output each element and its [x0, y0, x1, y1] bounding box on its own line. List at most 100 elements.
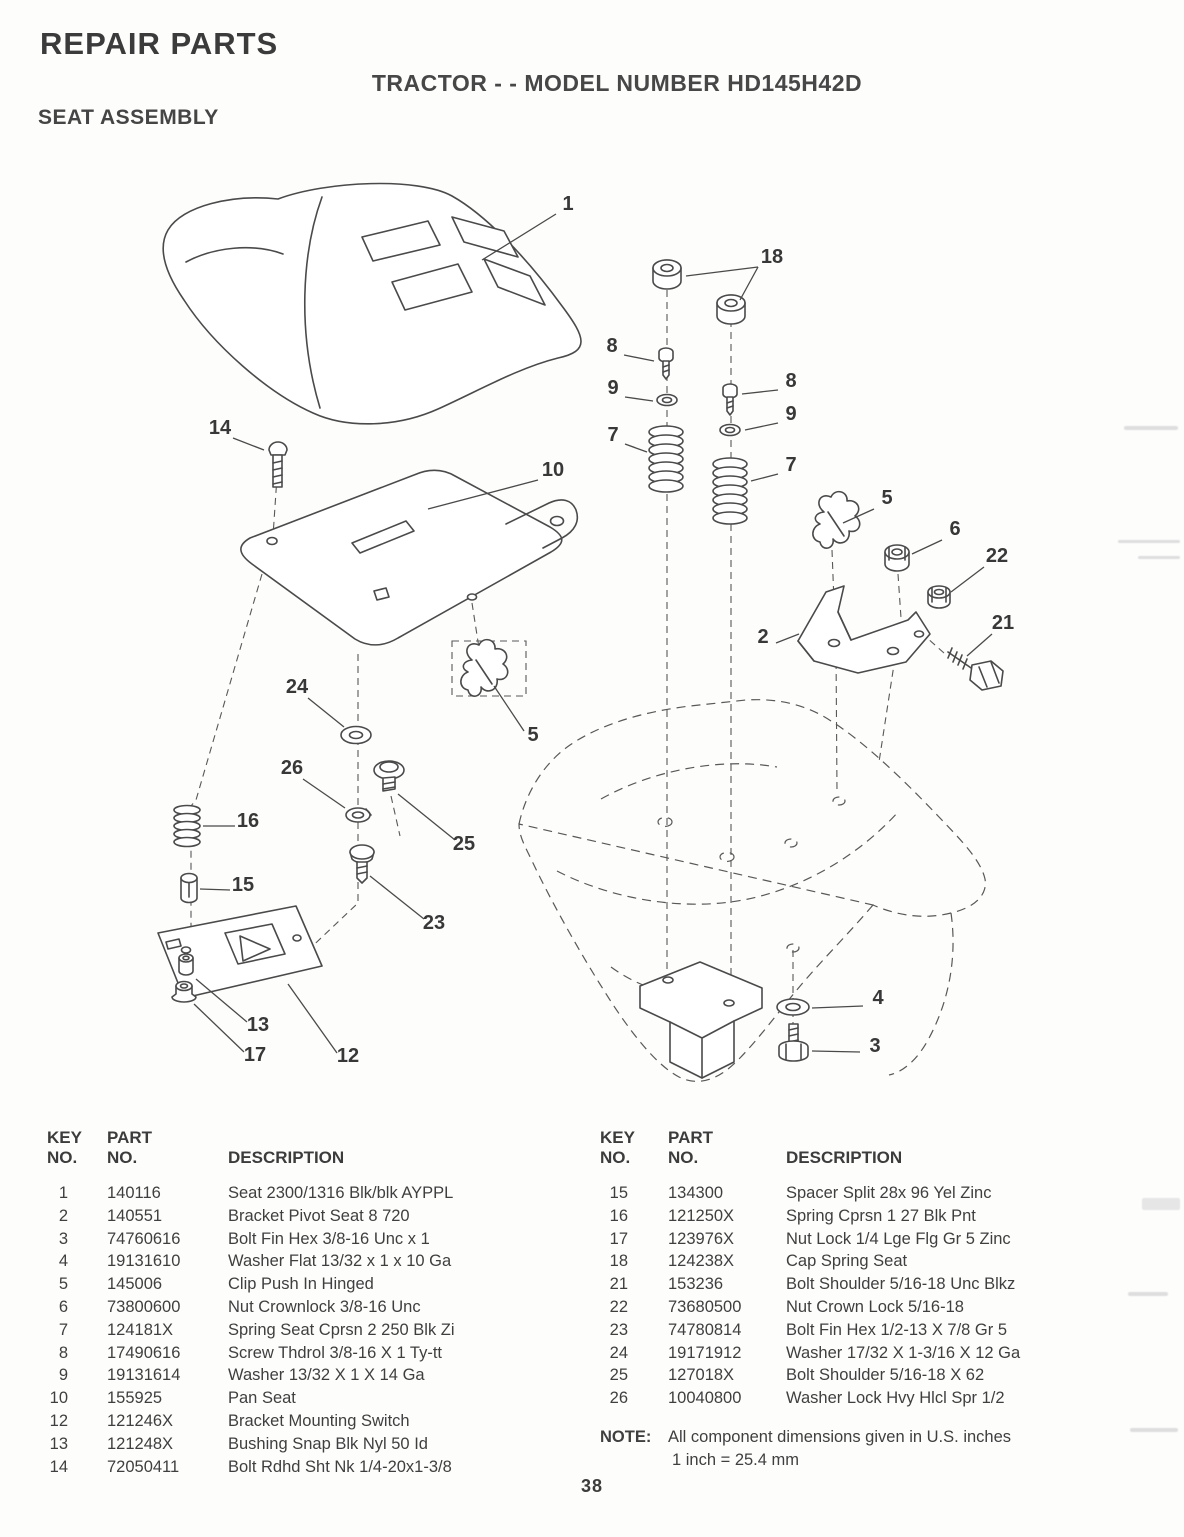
part-part: 153236	[668, 1275, 724, 1294]
part-key: 24	[609, 1343, 628, 1362]
dimensions-note: NOTE: All component dimensions given in …	[600, 1426, 1166, 1472]
part-desc: Washer Lock Hvy Hlcl Spr 1/2	[786, 1389, 1005, 1408]
callout-leader-13	[195, 978, 248, 1023]
col-header-part: PART NO.	[668, 1128, 714, 1167]
part-spring-7b	[712, 457, 748, 525]
part-desc: Clip Push In Hinged	[228, 1275, 374, 1294]
part-desc: Spacer Split 28x 96 Yel Zinc	[786, 1184, 992, 1202]
part-washer-26	[345, 807, 372, 823]
callout-leader-15	[199, 888, 231, 891]
callout-22: 22	[986, 545, 1008, 567]
part-desc: Bushing Snap Blk Nyl 50 Id	[228, 1434, 428, 1453]
exploded-view-diagram: 1188989771410562222124526162515231317124…	[157, 182, 1014, 1082]
note-line1: All component dimensions given in U.S. i…	[668, 1427, 1012, 1446]
col-header-description: DESCRIPTION	[786, 1148, 903, 1167]
part-key: 26	[609, 1389, 628, 1408]
callout-15: 15	[232, 874, 254, 896]
part-part: 124238X	[668, 1252, 735, 1271]
part-key: 7	[58, 1320, 68, 1339]
part-part: 121250X	[668, 1206, 735, 1225]
part-support-bracket	[639, 961, 763, 1079]
part-key: 17	[609, 1229, 628, 1248]
callout-24: 24	[286, 676, 309, 698]
callout-leader-12	[287, 983, 338, 1054]
part-desc: Spring Seat Cprsn 2 250 Blk Zi	[228, 1320, 455, 1339]
part-nut-6	[884, 544, 910, 572]
part-desc: Bracket Pivot Seat 8 720	[228, 1206, 410, 1225]
part-bolt-14	[268, 441, 288, 488]
callout-6: 6	[949, 518, 960, 540]
callout-leader-18	[739, 266, 759, 301]
part-bolt-21	[947, 647, 1004, 691]
part-part: 140116	[107, 1184, 161, 1202]
part-desc: Screw Thdrol 3/8-16 X 1 Ty-tt	[228, 1343, 442, 1362]
page-number: 38	[580, 1476, 604, 1496]
part-nut-22	[927, 585, 951, 609]
part-cap-18a	[652, 259, 682, 290]
part-key: 21	[609, 1275, 628, 1294]
part-part: 134300	[668, 1184, 724, 1202]
callout-leader-1	[481, 213, 557, 261]
callout-leader-8	[741, 389, 779, 395]
part-part: 72050411	[107, 1457, 180, 1476]
part-pan-seat	[240, 469, 579, 646]
callout-21: 21	[992, 612, 1014, 634]
note-line2: 1 inch = 25.4 mm	[672, 1450, 800, 1469]
part-part: 140551	[107, 1206, 163, 1225]
part-part: 127018X	[668, 1366, 735, 1385]
part-part: 73680500	[668, 1297, 742, 1316]
part-row: 2 140551 Bracket Pivot Seat 8 720	[47, 1205, 455, 1228]
callout-1: 1	[562, 193, 573, 215]
callout-leader-4	[811, 1005, 864, 1009]
part-key: 2	[58, 1206, 68, 1225]
part-washer-4	[776, 998, 810, 1016]
part-desc: Washer Flat 13/32 x 1 x 10 Ga	[228, 1252, 452, 1271]
part-key: 1	[58, 1184, 68, 1202]
callout-leader-9	[744, 422, 779, 431]
callout-leader-7	[624, 443, 648, 453]
parts-table-header: KEY NO. PART NO. DESCRIPTION	[600, 1128, 1166, 1174]
part-part: 74760616	[107, 1229, 181, 1248]
part-spring-16	[173, 804, 201, 848]
callout-leader-25	[397, 793, 456, 841]
part-clip-5a	[812, 490, 861, 549]
callout-leader-24	[307, 697, 345, 728]
callout-14: 14	[209, 417, 232, 439]
part-desc: Nut Lock 1/4 Lge Flg Gr 5 Zinc	[786, 1229, 1011, 1248]
scan-artifact	[1124, 426, 1178, 430]
part-nut-17	[171, 980, 197, 1003]
callout-7: 7	[607, 424, 618, 446]
part-screw-8a	[658, 347, 674, 380]
part-key: 5	[58, 1275, 68, 1294]
callout-9: 9	[785, 403, 796, 425]
part-key: 14	[49, 1457, 68, 1476]
callout-leader-8	[623, 354, 655, 362]
col-header-description: DESCRIPTION	[228, 1148, 345, 1167]
part-key: 3	[58, 1229, 68, 1248]
part-bolt-3	[778, 1023, 809, 1062]
callout-leader-7	[750, 473, 779, 482]
part-desc: Bolt Shoulder 5/16-18 X 62	[786, 1366, 985, 1385]
part-desc: Washer 17/32 X 1-3/16 X 12 Ga	[786, 1343, 1021, 1362]
callout-leader-5	[842, 508, 875, 524]
fender-outline	[518, 699, 986, 1082]
part-key: 8	[58, 1343, 68, 1362]
part-key: 18	[609, 1252, 628, 1271]
part-key: 6	[58, 1297, 68, 1316]
